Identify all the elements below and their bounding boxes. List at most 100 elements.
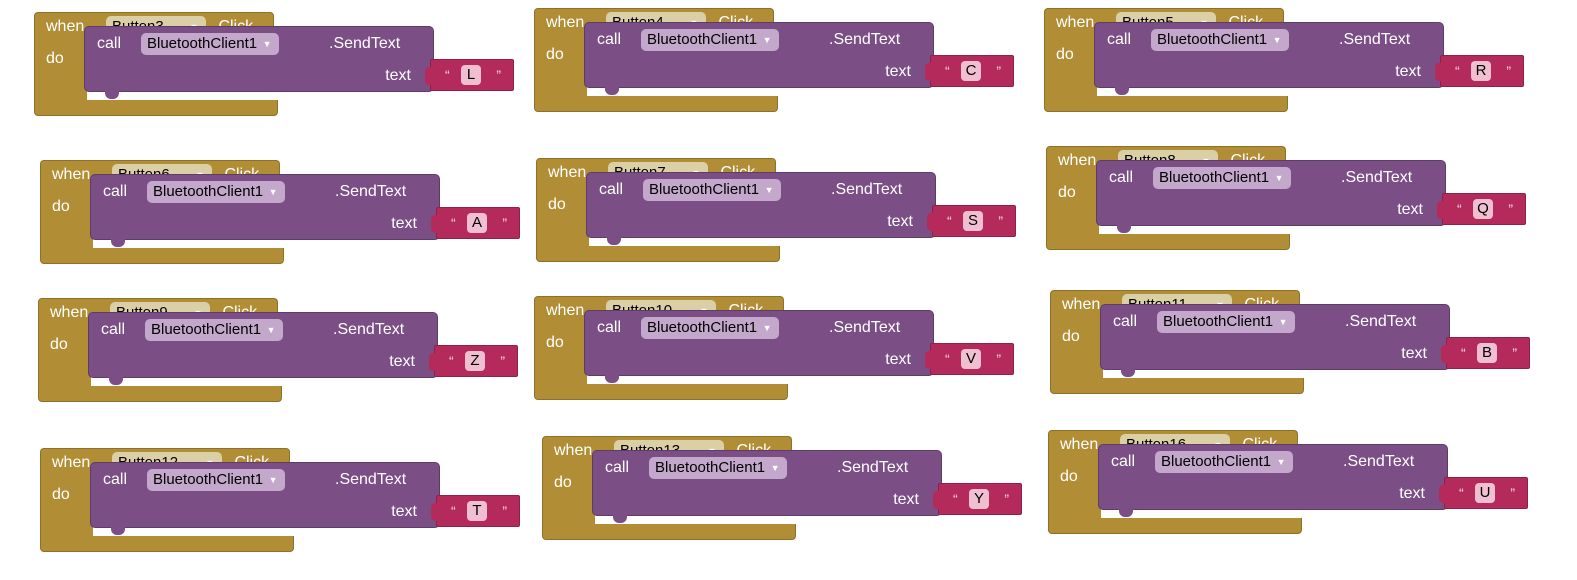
call-sendtext-block[interactable]: call BluetoothClient1 ▼ .SendText text [586,172,936,245]
event-footer [1044,96,1288,112]
quote-open: “ [945,351,950,367]
call-keyword: call [1111,453,1136,470]
chevron-down-icon: ▼ [764,185,774,195]
component-name: BluetoothClient1 [649,181,760,198]
do-keyword: do [546,334,564,351]
text-param-label: text [1401,345,1427,362]
text-string-block[interactable]: “ S ” [927,205,1016,237]
string-value-field[interactable]: R [1471,61,1491,81]
string-value-field[interactable]: U [1475,483,1495,503]
text-string-block[interactable]: “ Y ” [933,483,1022,515]
do-keyword: do [1060,468,1078,485]
call-sendtext-block[interactable]: call BluetoothClient1 ▼ .SendText text [584,22,934,95]
string-value-field[interactable]: V [961,349,981,369]
method-name: .SendText [329,35,401,52]
event-block[interactable]: when Button3 ▼ .Click do call BluetoothC… [34,12,514,132]
event-block[interactable]: when Button9 ▼ .Click do call BluetoothC… [38,298,518,418]
event-body-rail [34,41,87,101]
event-block[interactable]: when Button7 ▼ .Click do call BluetoothC… [536,158,1016,278]
component-dropdown[interactable]: BluetoothClient1 ▼ [641,317,780,339]
component-name: BluetoothClient1 [647,319,758,336]
component-dropdown[interactable]: BluetoothClient1 ▼ [141,33,280,55]
string-value-field[interactable]: B [1477,343,1497,363]
call-sendtext-block[interactable]: call BluetoothClient1 ▼ .SendText text [584,310,934,383]
text-string-block[interactable]: “ T ” [431,495,520,527]
component-dropdown[interactable]: BluetoothClient1 ▼ [1153,167,1292,189]
chevron-down-icon: ▼ [1278,317,1288,327]
text-string-block[interactable]: “ R ” [1435,55,1524,87]
string-value-field[interactable]: Q [1473,199,1493,219]
text-string-block[interactable]: “ B ” [1441,337,1530,369]
text-param-label: text [389,353,415,370]
text-string-block[interactable]: “ U ” [1439,477,1528,509]
block-notch [105,91,119,99]
event-footer [38,386,282,402]
text-string-block[interactable]: “ L ” [425,59,514,91]
event-body-rail [1050,319,1103,379]
quote-open: “ [1455,63,1460,79]
method-name: .SendText [335,471,407,488]
when-keyword: when [46,18,85,35]
event-block[interactable]: when Button6 ▼ .Click do call BluetoothC… [40,160,520,280]
text-string-block[interactable]: “ Z ” [429,345,518,377]
chevron-down-icon: ▼ [262,39,272,49]
text-param-label: text [385,67,411,84]
component-dropdown[interactable]: BluetoothClient1 ▼ [147,181,286,203]
event-body-rail [1048,459,1101,519]
component-dropdown[interactable]: BluetoothClient1 ▼ [643,179,782,201]
string-connector [1437,201,1445,219]
event-block[interactable]: when Button13 ▼ .Click do call Bluetooth… [542,436,1022,556]
string-value-field[interactable]: A [467,213,487,233]
text-string-block[interactable]: “ A ” [431,207,520,239]
string-value-field[interactable]: Y [969,489,989,509]
block-notch [111,239,125,247]
component-dropdown[interactable]: BluetoothClient1 ▼ [1155,451,1294,473]
call-sendtext-block[interactable]: call BluetoothClient1 ▼ .SendText text [1096,160,1446,233]
chevron-down-icon: ▼ [268,475,278,485]
event-footer [34,100,278,116]
call-sendtext-block[interactable]: call BluetoothClient1 ▼ .SendText text [84,26,434,99]
method-name: .SendText [831,181,903,198]
call-sendtext-block[interactable]: call BluetoothClient1 ▼ .SendText text [1100,304,1450,377]
component-dropdown[interactable]: BluetoothClient1 ▼ [1151,29,1290,51]
component-dropdown[interactable]: BluetoothClient1 ▼ [147,469,286,491]
method-name: .SendText [335,183,407,200]
method-name: .SendText [829,31,901,48]
component-dropdown[interactable]: BluetoothClient1 ▼ [145,319,284,341]
string-value-field[interactable]: S [963,211,983,231]
call-sendtext-block[interactable]: call BluetoothClient1 ▼ .SendText text [88,312,438,385]
chevron-down-icon: ▼ [1276,457,1286,467]
event-body-rail [534,325,587,385]
component-name: BluetoothClient1 [1161,453,1272,470]
call-sendtext-block[interactable]: call BluetoothClient1 ▼ .SendText text [1098,444,1448,517]
string-value-field[interactable]: Z [465,351,485,371]
component-dropdown[interactable]: BluetoothClient1 ▼ [649,457,788,479]
call-sendtext-block[interactable]: call BluetoothClient1 ▼ .SendText text [90,174,440,247]
event-block[interactable]: when Button12 ▼ .Click do call Bluetooth… [40,448,520,568]
event-body-rail [534,37,587,97]
call-sendtext-block[interactable]: call BluetoothClient1 ▼ .SendText text [592,450,942,523]
event-body-rail [38,327,91,387]
call-sendtext-block[interactable]: call BluetoothClient1 ▼ .SendText text [1094,22,1444,95]
text-string-block[interactable]: “ V ” [925,343,1014,375]
event-block[interactable]: when Button8 ▼ .Click do call BluetoothC… [1046,146,1526,266]
text-string-block[interactable]: “ Q ” [1437,193,1526,225]
event-block[interactable]: when Button16 ▼ .Click do call Bluetooth… [1048,430,1528,550]
call-keyword: call [597,31,622,48]
component-name: BluetoothClient1 [1163,313,1274,330]
quote-close: ” [1512,345,1517,361]
do-keyword: do [1058,184,1076,201]
event-footer [1048,518,1302,534]
event-block[interactable]: when Button5 ▼ .Click do call BluetoothC… [1044,8,1524,128]
string-value-field[interactable]: L [461,65,481,85]
text-string-block[interactable]: “ C ” [925,55,1014,87]
string-value-field[interactable]: T [467,501,487,521]
event-block[interactable]: when Button11 ▼ .Click do call Bluetooth… [1050,290,1530,410]
event-block[interactable]: when Button10 ▼ .Click do call Bluetooth… [534,296,1014,416]
event-block[interactable]: when Button4 ▼ .Click do call BluetoothC… [534,8,1014,128]
component-dropdown[interactable]: BluetoothClient1 ▼ [641,29,780,51]
component-dropdown[interactable]: BluetoothClient1 ▼ [1157,311,1296,333]
string-value-field[interactable]: C [961,61,981,81]
call-sendtext-block[interactable]: call BluetoothClient1 ▼ .SendText text [90,462,440,535]
when-keyword: when [554,442,593,459]
